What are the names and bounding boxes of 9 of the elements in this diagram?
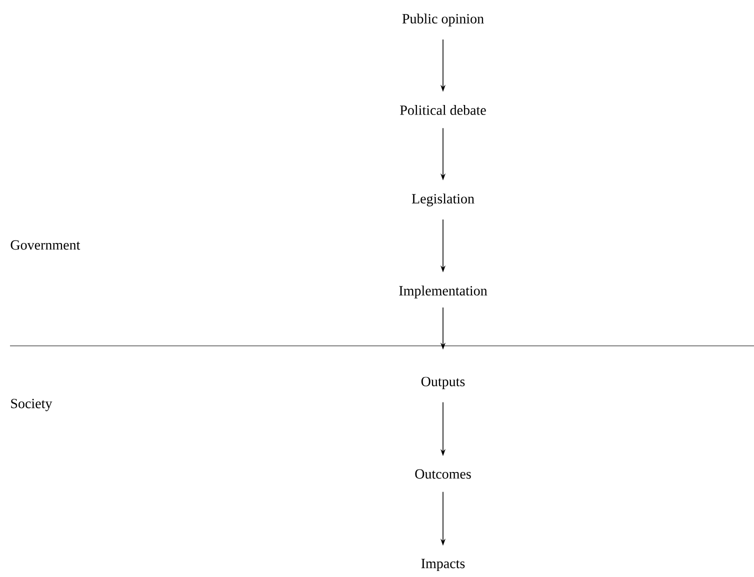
flow-label: Legislation: [412, 194, 474, 206]
flow-label: Impacts: [421, 558, 465, 572]
flow-label: Public opinion: [402, 14, 484, 26]
flow-label: Outputs: [421, 376, 465, 390]
flow-label: Political debate: [400, 105, 486, 115]
flow-label: Outcomes: [415, 469, 471, 479]
side-label: Society: [11, 398, 52, 412]
side-label: Government: [10, 240, 80, 250]
flow-label: Implementation: [399, 286, 488, 298]
